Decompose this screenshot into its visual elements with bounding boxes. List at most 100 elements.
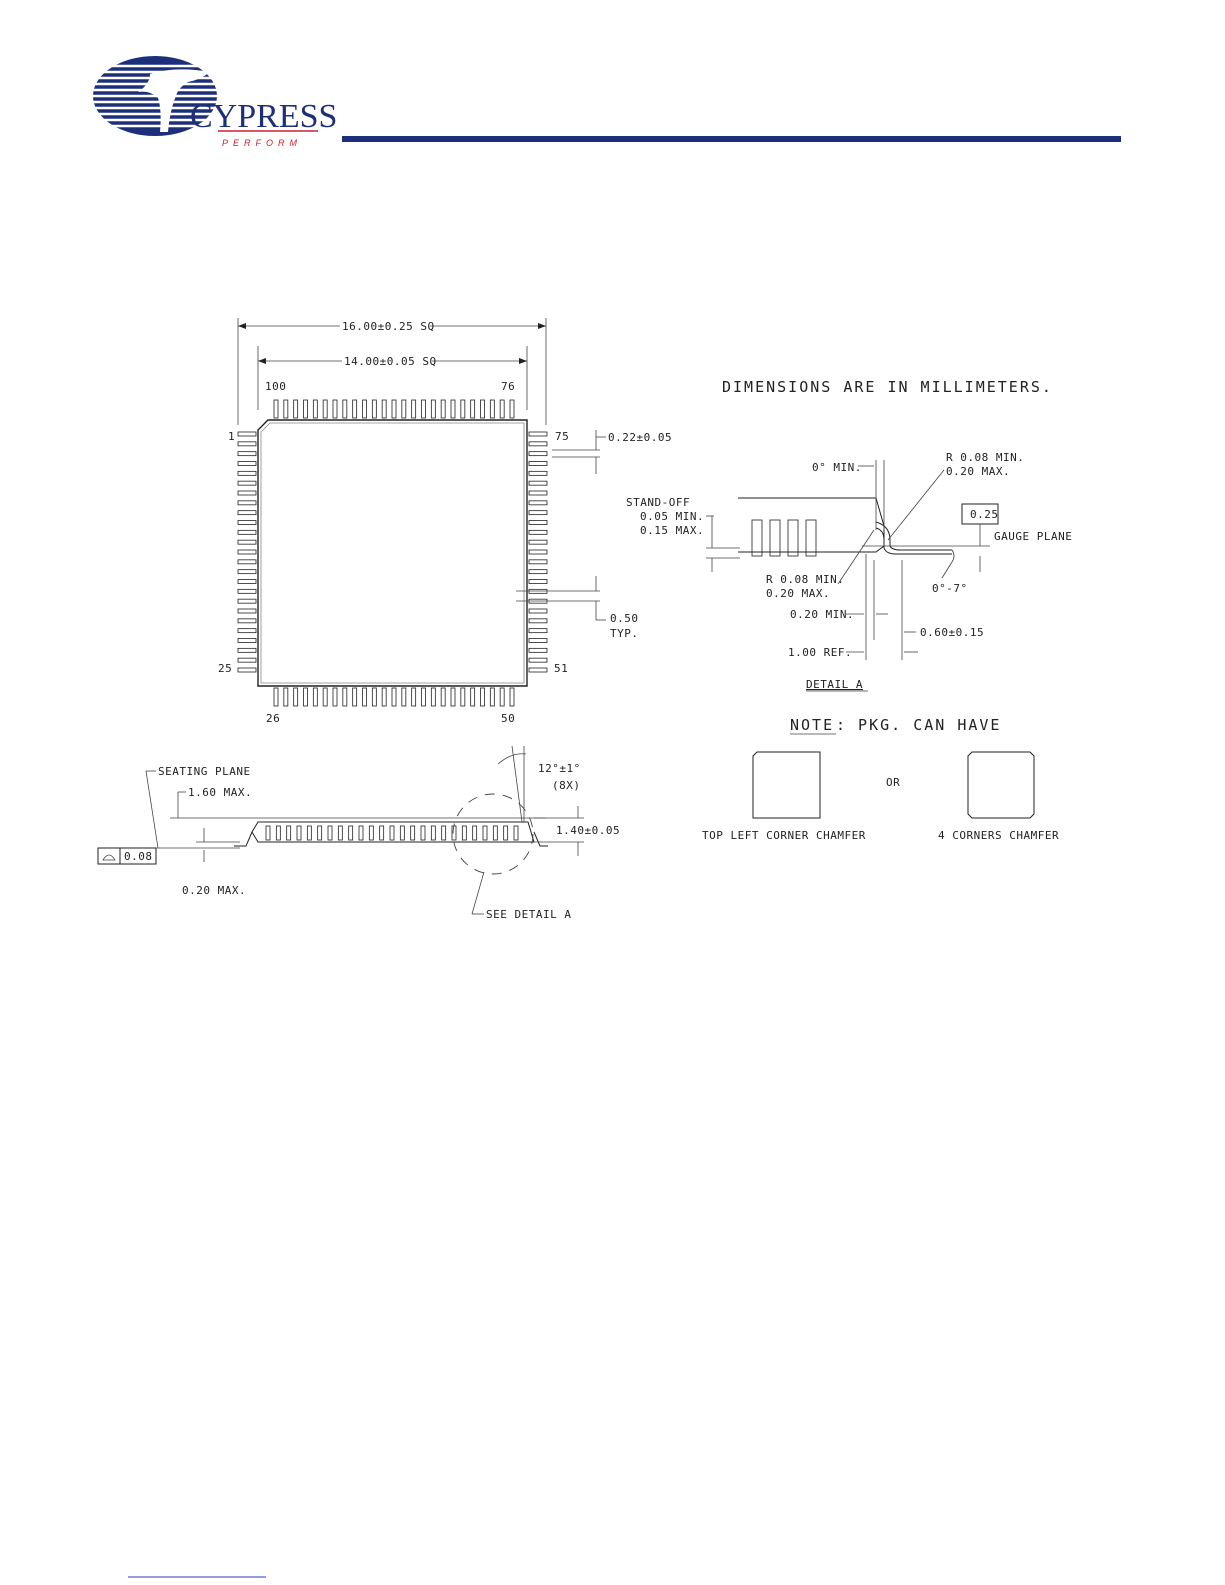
detail-title: DETAIL A [806,678,863,691]
leads-bottom [273,687,515,707]
lead [379,825,385,841]
lead [293,399,299,419]
pin-51-label: 51 [554,662,568,675]
seating-plane-label: SEATING PLANE [158,765,251,778]
lead-stub [805,519,817,557]
lead [461,825,467,841]
lead [237,441,257,447]
lead [283,399,289,419]
lead-stub [787,519,799,557]
max-height-label: 1.60 MAX. [188,786,252,799]
lead [237,657,257,663]
min-angle-label: 0° MIN. [812,461,862,474]
lead [391,687,397,707]
lead [237,539,257,545]
lead [237,588,257,594]
note-rest: : PKG. CAN HAVE [836,716,1001,734]
lead [342,399,348,419]
lead [528,500,548,506]
lead [362,687,367,707]
lead [489,687,495,707]
body-width-label: 14.00±0.05 SQ [344,355,437,368]
see-detail-label: SEE DETAIL A [486,908,571,921]
brand-name: CYPRESS [190,98,337,135]
angle-note-label: (8X) [552,779,581,792]
lead [237,618,257,624]
package-body [257,419,528,687]
lead [401,687,407,707]
lead [470,687,476,707]
four-corner-chamfer-package [967,751,1035,819]
lead [362,399,367,419]
lead [237,490,257,496]
lead [371,399,377,419]
side-body-outline [251,821,535,843]
lead [348,825,354,841]
lead [421,399,426,419]
foot-angle-label: 0°-7° [932,582,968,595]
lead [480,399,485,419]
pin-75-label: 75 [555,430,569,443]
lead [401,399,407,419]
gauge-box-value: 0.25 [970,508,999,521]
lead [528,638,548,643]
coplanarity-symbol-icon [97,847,121,865]
detail-a: 0.25 GAUGE PLANE 0° MIN. R 0.08 MIN. 0.2… [626,451,1072,692]
lead [327,825,333,841]
cypress-logo: CYPRESS PERFORM [92,56,337,148]
units-note: DIMENSIONS ARE IN MILLIMETERS. [722,378,1053,396]
lead [275,825,281,841]
lead [317,825,323,841]
standoff-min: 0.05 MIN. [640,510,704,523]
lead [489,399,495,419]
side-view: SEATING PLANE 1.60 MAX. 0.08 0.20 MAX. 1… [97,745,620,921]
lead [322,399,328,419]
lead [440,687,446,707]
lead [237,667,257,673]
lead [296,825,302,841]
lead [237,647,257,653]
lead [237,559,257,565]
lead [528,559,548,565]
lead [391,399,397,419]
lead [430,399,436,419]
lead [450,399,456,419]
brand-tagline: PERFORM [222,138,302,148]
lead [237,451,257,457]
standoff-max-label: 0.20 MAX. [182,884,246,897]
lead [528,657,548,663]
pin-26-label: 26 [266,712,280,725]
lead [499,687,505,707]
lead [237,520,257,525]
lead [528,647,548,653]
lead-stub [769,519,781,557]
lead [237,470,257,476]
or-label: OR [886,776,900,789]
lead [237,529,257,535]
lead [237,461,257,466]
lead [399,825,405,841]
lead [421,687,426,707]
lead [358,825,364,841]
lead [322,687,328,707]
lead [528,529,548,535]
right-chamfer-caption: 4 CORNERS CHAMFER [938,829,1059,842]
logo-globe-icon [92,56,220,136]
lead [312,687,318,707]
side-leads [265,825,519,841]
lead [528,667,548,673]
lead [472,825,478,841]
pin-25-label: 25 [218,662,232,675]
lead [332,399,338,419]
lead [352,399,358,419]
lead [460,687,466,707]
r-top-line1: R 0.08 MIN. [946,451,1024,464]
lead [528,510,548,516]
lead [528,441,548,447]
lead [389,825,395,841]
lead [528,490,548,496]
r-bot-line1: R 0.08 MIN. [766,573,844,586]
detail-circle [452,793,534,875]
lead [286,825,292,841]
